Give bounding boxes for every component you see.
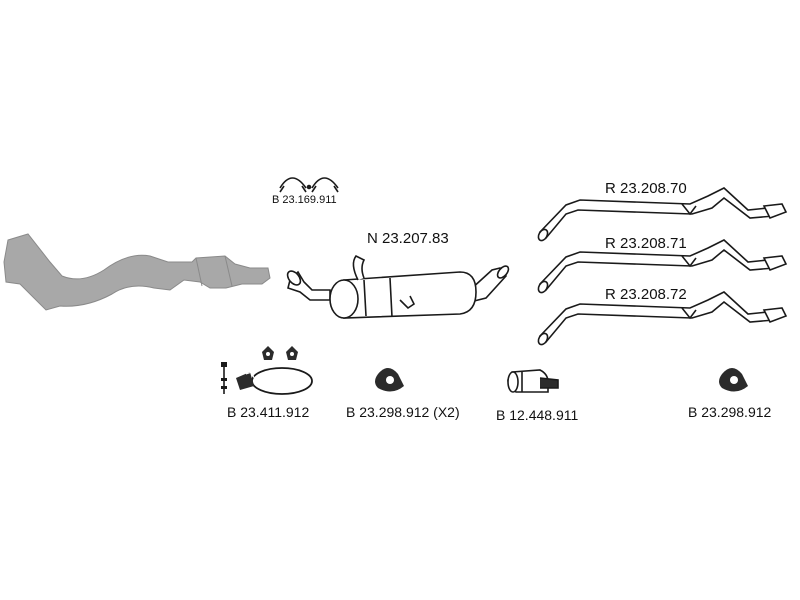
pipe-clamp-label: B 12.448.911 xyxy=(496,407,579,423)
flange-gasket-icon xyxy=(279,177,339,193)
tailpipe-2-label: R 23.208.71 xyxy=(605,235,687,252)
mounting-kit-label: B 23.411.912 xyxy=(227,404,310,420)
tailpipe-1-part xyxy=(537,187,788,242)
center-muffler-label: N 23.207.83 xyxy=(367,230,449,247)
rubber-hanger-x2-label: B 23.298.912 (X2) xyxy=(346,404,460,420)
tailpipe-2-part xyxy=(537,239,788,294)
center-muffler-part xyxy=(286,254,510,319)
rubber-hanger-icon xyxy=(375,368,404,392)
rubber-hanger-icon xyxy=(719,368,748,392)
pipe-clamp-icon xyxy=(507,369,559,393)
tailpipe-3-part xyxy=(537,291,788,346)
mounting-kit-icon xyxy=(221,346,313,395)
tailpipe-1-label: R 23.208.70 xyxy=(605,180,687,197)
rubber-hanger-label: B 23.298.912 xyxy=(688,404,772,420)
flange-gasket-label: B 23.169.911 xyxy=(272,194,337,206)
tailpipe-3-label: R 23.208.72 xyxy=(605,286,687,303)
downpipe-part xyxy=(3,233,271,311)
